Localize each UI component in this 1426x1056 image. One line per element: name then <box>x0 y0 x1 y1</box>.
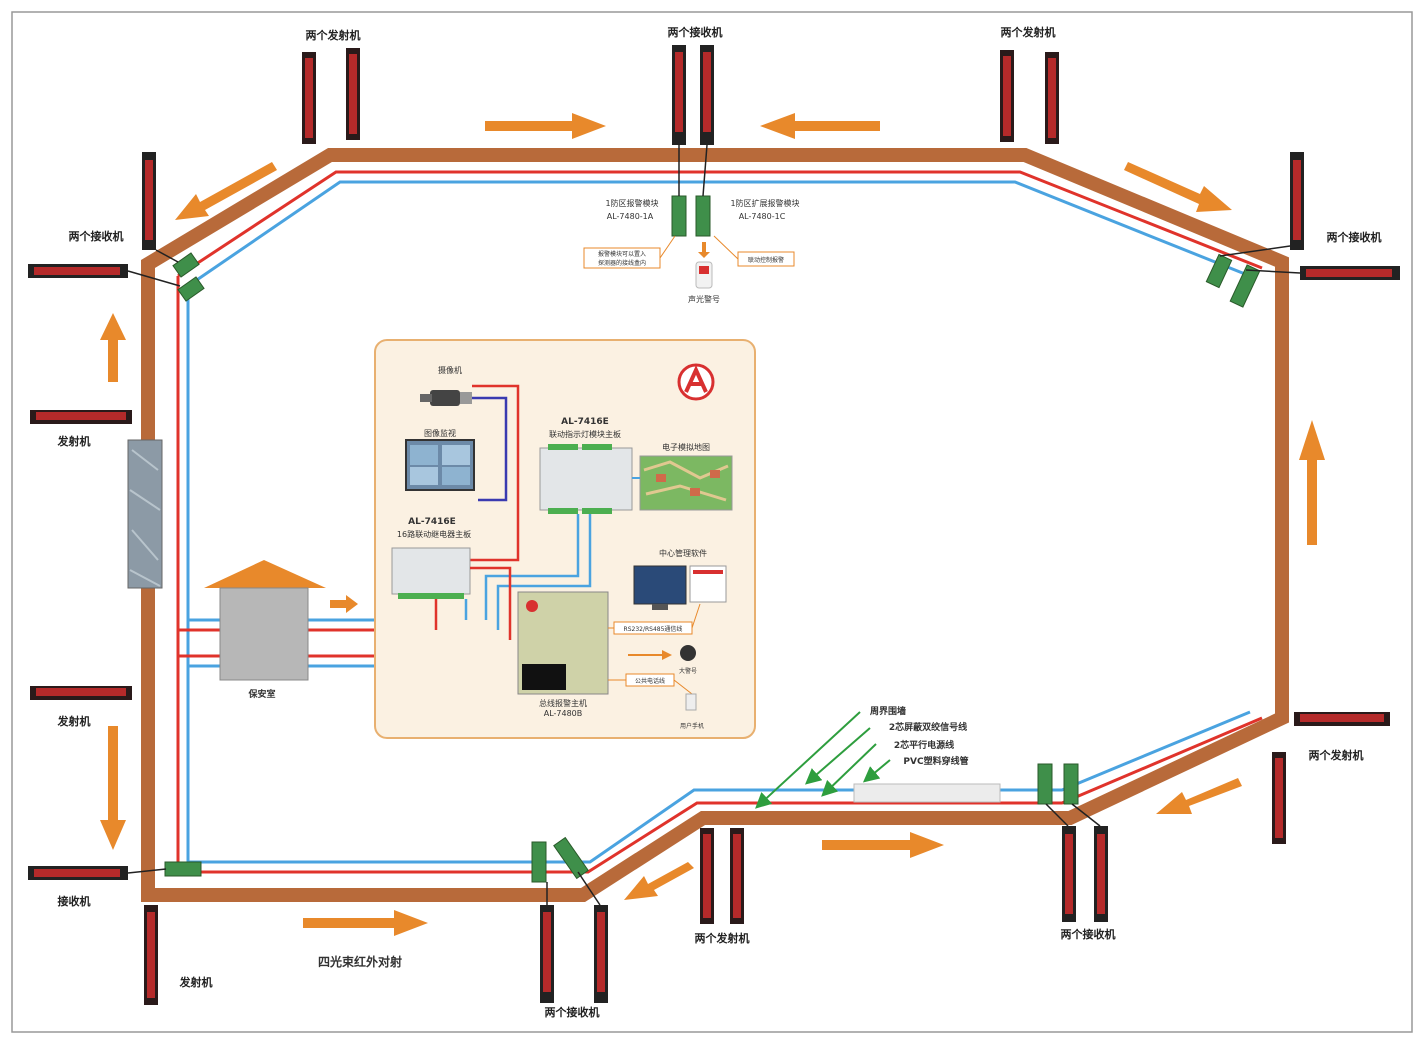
pcb-modules <box>164 195 1261 883</box>
security-room-building <box>219 587 309 681</box>
blue-cable-loop <box>186 286 1251 864</box>
alarm-horn-label: 大警号 <box>679 667 697 675</box>
module-main-model: AL-7416E <box>561 417 609 427</box>
red-cable-top <box>177 170 1263 278</box>
indicator-module-board <box>539 447 633 511</box>
label-rx-right-upper: 两个接收机 <box>1327 230 1382 244</box>
module-1a-title: 1防区报警模块 <box>605 198 658 208</box>
legend-fence: 周界围墙 <box>870 705 906 717</box>
label-rx-left-bottom: 接收机 <box>58 894 91 908</box>
note-right: 联动控制报警 <box>748 256 784 264</box>
comm-line-label: RS232/RS485通信线 <box>624 625 683 633</box>
siren-icon <box>695 261 713 289</box>
camera-icon <box>430 390 460 406</box>
alarm-horn-icon <box>680 645 696 661</box>
camera-label: 摄像机 <box>438 365 462 375</box>
wall-pillar <box>127 439 163 589</box>
legend-power-cable: 2芯平行电源线 <box>894 739 954 751</box>
cable-legend: 周界围墙 2芯屏蔽双绞信号线 2芯平行电源线 PVC塑料穿线管 <box>755 705 1001 809</box>
module-main-desc: 联动指示灯模块主板 <box>549 429 621 439</box>
module-relay-model: AL-7416E <box>408 517 456 527</box>
phone-icon <box>685 693 697 711</box>
phone-line-label: 公共电话线 <box>635 677 665 685</box>
computer-icon <box>633 565 687 605</box>
map-label: 电子模拟地图 <box>662 442 710 452</box>
direction-arrows <box>100 113 1325 936</box>
module-1a-model: AL-7480-1A <box>607 212 654 221</box>
red-cable-loop <box>176 276 1263 874</box>
label-tx-left-mid: 发射机 <box>57 434 91 448</box>
center-control-panel: 摄像机 图像监视 AL-7416E 联动指示灯模块主板 电子模拟地图 AL-74… <box>374 339 756 739</box>
module-relay-desc: 16路联动继电器主板 <box>397 529 471 539</box>
label-rx-bottom-center: 两个接收机 <box>545 1005 600 1019</box>
host-model: AL-7480B <box>544 709 583 718</box>
label-tx-bottom-center: 两个发射机 <box>695 931 750 945</box>
electronic-map-icon <box>639 455 733 511</box>
legend-conduit: PVC塑料穿线管 <box>903 755 968 767</box>
label-rx-left-upper: 两个接收机 <box>69 229 124 243</box>
pvc-conduit <box>853 783 1001 803</box>
host-name: 总线报警主机 <box>539 698 587 708</box>
monitor-label: 图像监视 <box>424 428 456 438</box>
label-tx-left-lower: 发射机 <box>57 714 91 728</box>
label-rx-bottom-right: 两个接收机 <box>1061 927 1116 941</box>
note-left-line2: 探测器的接线盒内 <box>598 259 646 267</box>
label-rx-top-center: 两个接收机 <box>668 25 723 39</box>
security-room-label: 保安室 <box>247 688 275 700</box>
top-alarm-modules: 1防区报警模块 AL-7480-1A 1防区扩展报警模块 AL-7480-1C … <box>583 198 800 304</box>
security-room-roof <box>204 560 326 588</box>
module-1c-model: AL-7480-1C <box>739 212 786 221</box>
diagram-frame <box>11 11 1413 1033</box>
label-tx-top-left: 两个发射机 <box>306 28 361 42</box>
label-tx-top-right: 两个发射机 <box>1001 25 1056 39</box>
blue-cable-top <box>187 180 1256 288</box>
keypad-label: 用户手机 <box>680 722 704 730</box>
legend-signal-cable: 2芯屏蔽双绞信号线 <box>889 721 967 733</box>
software-label: 中心管理软件 <box>659 548 707 558</box>
security-room: 保安室 <box>204 560 326 700</box>
note-left-line1: 报警模块可以置入 <box>598 250 646 258</box>
module-1c-title: 1防区扩展报警模块 <box>730 198 799 208</box>
label-tx-bottom-left: 发射机 <box>179 975 213 989</box>
label-tx-right-lower: 两个发射机 <box>1309 748 1364 762</box>
beam-type-label: 四光束红外对射 <box>318 954 402 969</box>
perimeter-wall <box>141 148 1289 902</box>
relay-module-board <box>391 547 471 595</box>
devices <box>28 45 1400 1005</box>
siren-label: 声光警号 <box>688 294 720 304</box>
